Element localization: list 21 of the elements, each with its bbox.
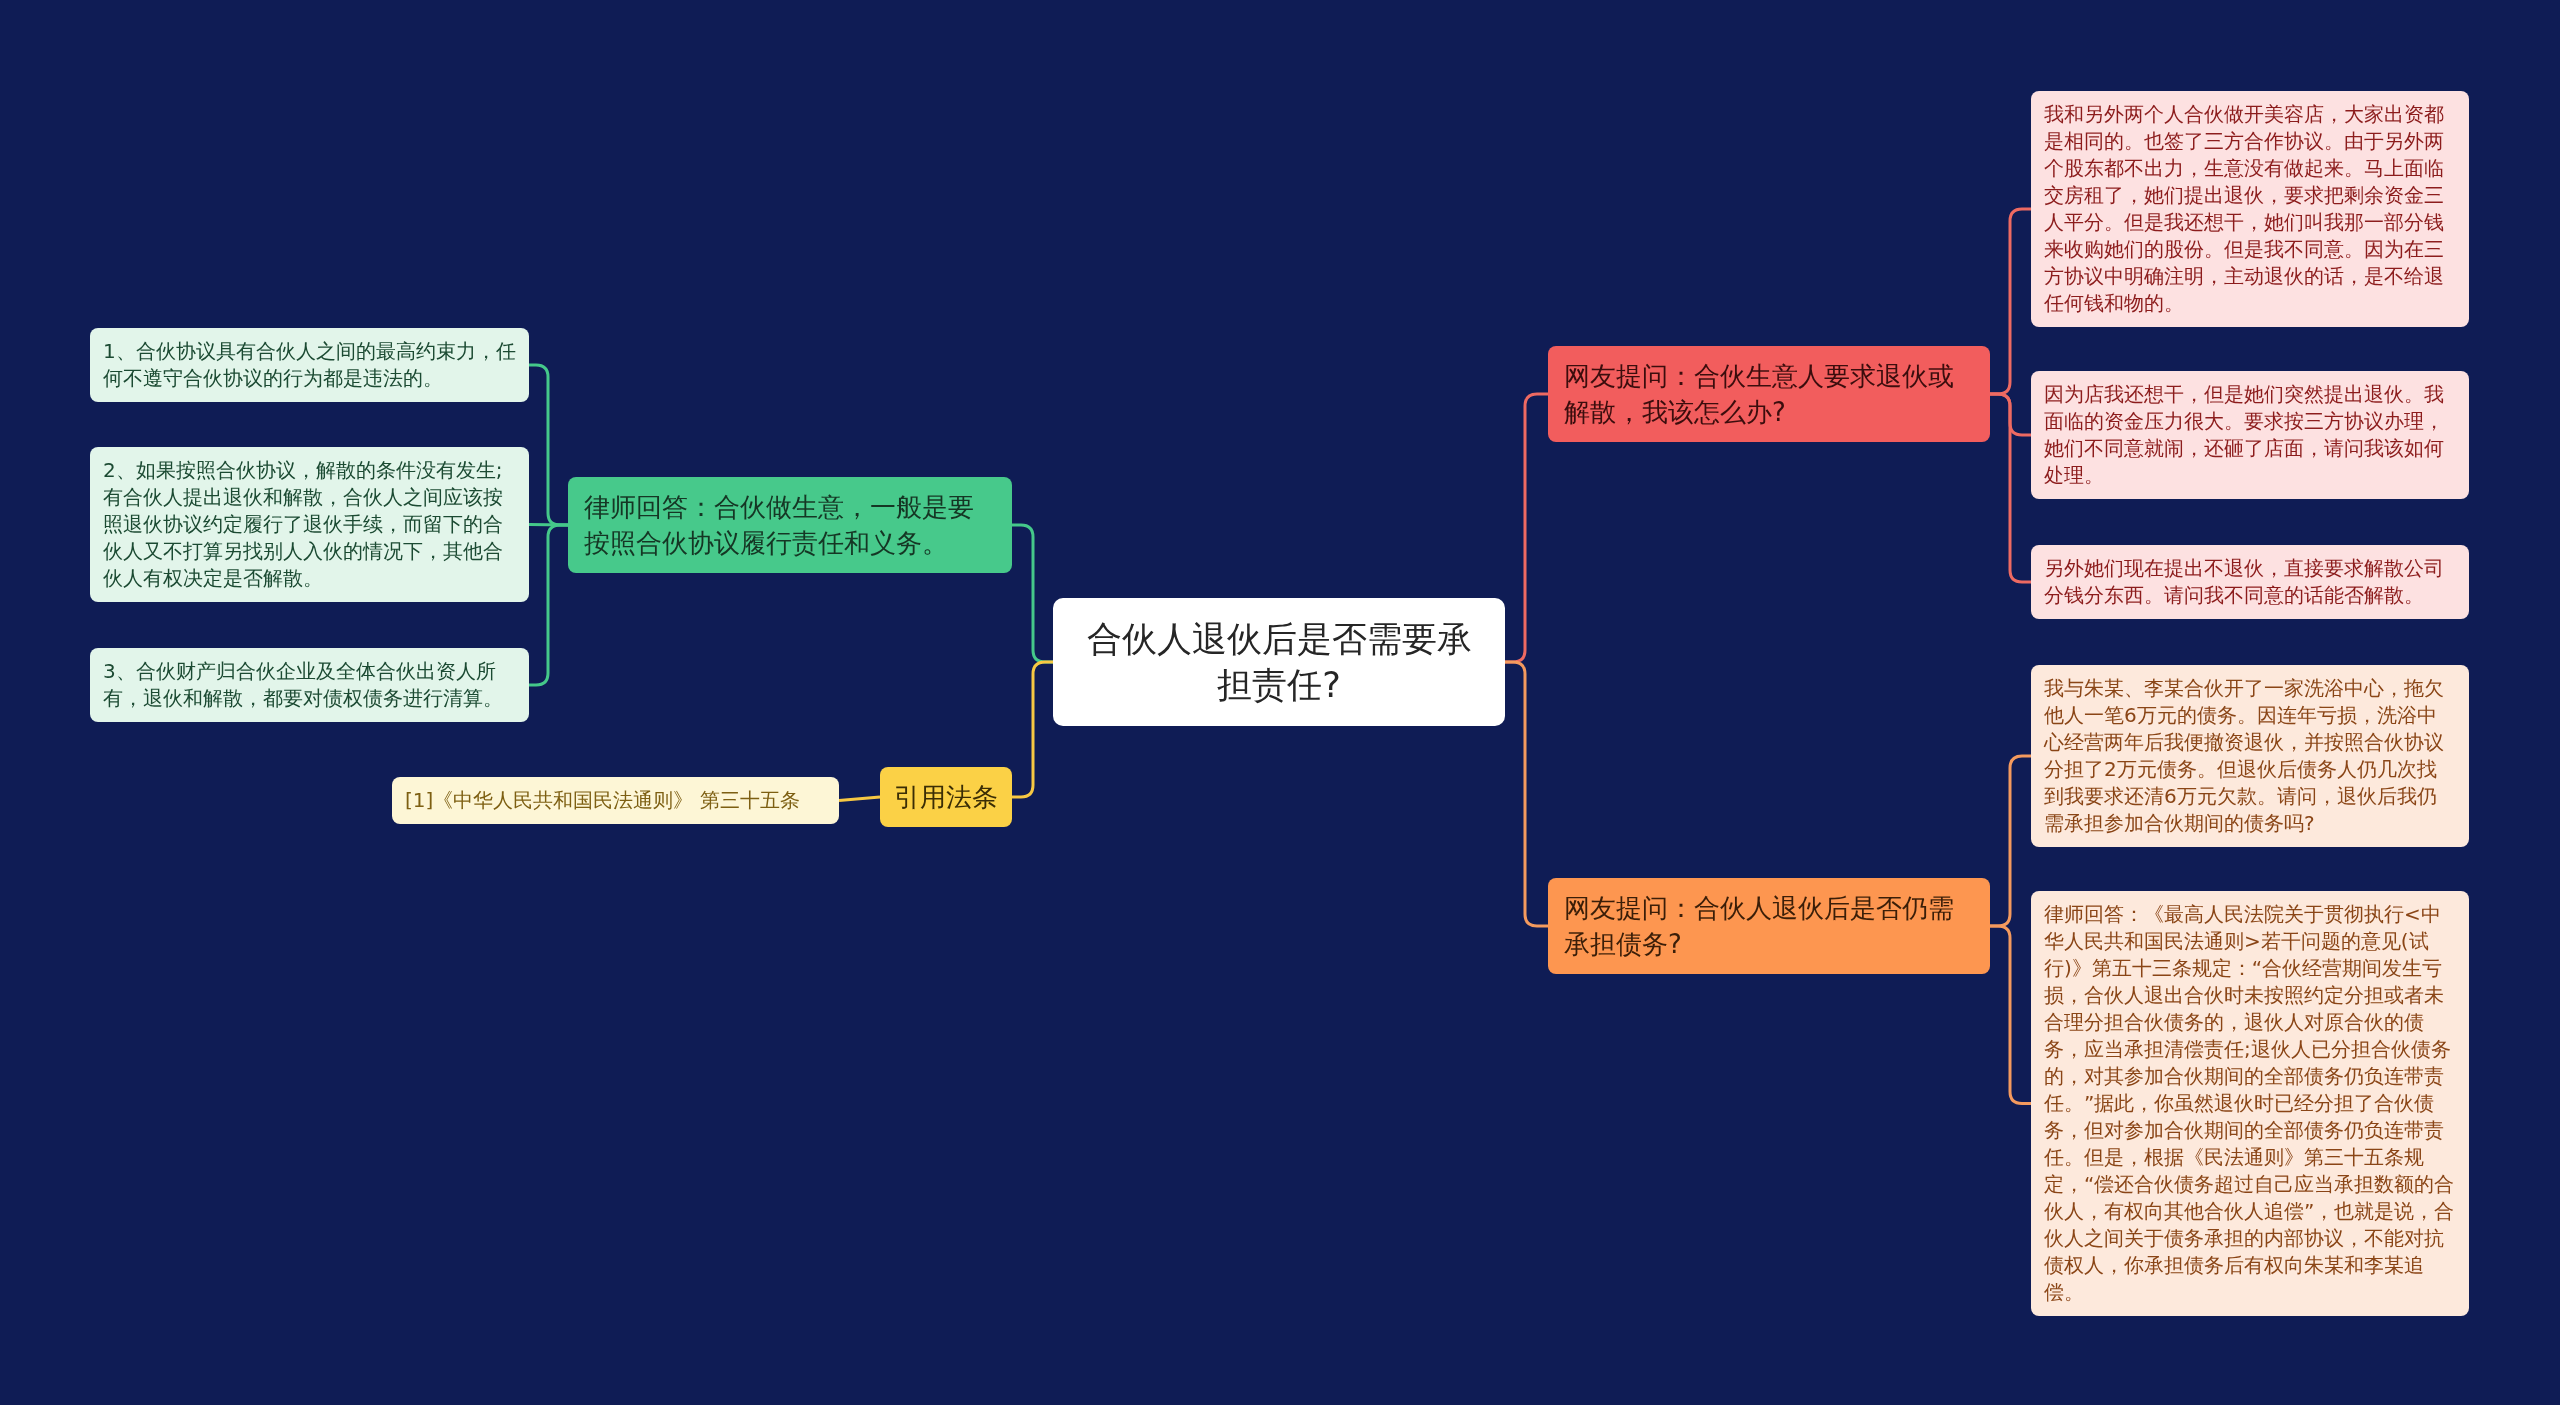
detail-note: 3、合伙财产归合伙企业及全体合伙出资人所有，退伙和解散，都要对债权债务进行清算。 <box>90 648 529 722</box>
branch-topic: 律师回答：合伙做生意，一般是要按照合伙协议履行责任和义务。 <box>568 477 1012 573</box>
detail-note: 2、如果按照合伙协议，解散的条件没有发生;有合伙人提出退伙和解散，合伙人之间应该按照退伙协议约定履行了退伙手续，而留下的合伙人又不打算另找别人入伙的情况下，其他合伙人有权决定是否解散。 <box>90 447 529 602</box>
connector-line <box>529 523 568 687</box>
connector-line <box>1012 660 1053 799</box>
detail-note: 我和另外两个人合伙做开美容店，大家出资都是相同的。也签了三方合作协议。由于另外两个股东都不出力，生意没有做起来。马上面临交房租了，她们提出退伙，要求把剩余资金三人平分。但是我还想干，她们叫我那一部分钱来收购她们的股份。但是我不同意。因为在三方协议中明确注明，主动退伙的话，是不给退任何钱和物的。 <box>2031 91 2469 327</box>
detail-note: 律师回答：《最高人民法院关于贯彻执行<中华人民共和国民法通则>若干问题的意见(试行)》第五十三条规定：“合伙经营期间发生亏损，合伙人退出合伙时未按照约定分担或者未合理分担合伙债务的，退伙人对原合伙的债务，应当承担清偿责任;退伙人已分担合伙债务的，对其参加合伙期间的全部债务仍负连带责任。”据此，你虽然退伙时已经分担了合伙债务，但对参加合伙期间的全部债务仍负连带责任。但是，根据《民法通则》第三十五条规定，“偿还合伙债务超过自己应当承担数额的合伙人，有权向其他合伙人追偿”，也就是说，合伙人之间关于债务承担的内部协议，不能对抗债权人，你承担债务后有权向朱某和李某追偿。 <box>2031 891 2469 1316</box>
connector-line <box>1505 660 1548 928</box>
connector-line <box>1990 924 2031 1105</box>
branch-topic: 引用法条 <box>880 767 1012 827</box>
central-topic: 合伙人退伙后是否需要承担责任? <box>1053 598 1505 726</box>
connector-line <box>838 795 881 802</box>
branch-topic: 网友提问：合伙人退伙后是否仍需承担债务? <box>1548 878 1990 974</box>
detail-note: 我与朱某、李某合伙开了一家洗浴中心，拖欠他人一笔6万元的债务。因连年亏损，洗浴中心经营两年后我便撤资退伙，并按照合伙协议分担了2万元债务。但退伙后债务人仍几次找到我要求还清6万元欠款。请问，退伙后我仍需承担参加合伙期间的债务吗? <box>2031 665 2469 847</box>
detail-note: 因为店我还想干，但是她们突然提出退伙。我面临的资金压力很大。要求按三方协议办理，她们不同意就闹，还砸了店面，请问我该如何处理。 <box>2031 371 2469 499</box>
branch-topic: 网友提问：合伙生意人要求退伙或解散，我该怎么办? <box>1548 346 1990 442</box>
connector-line <box>528 523 569 527</box>
detail-note: 1、合伙协议具有合伙人之间的最高约束力，任何不遵守合伙协议的行为都是违法的。 <box>90 328 529 402</box>
detail-note: [1]《中华人民共和国民法通则》 第三十五条 <box>392 777 839 824</box>
detail-note: 另外她们现在提出不退伙，直接要求解散公司分钱分东西。请问我不同意的话能否解散。 <box>2031 545 2469 619</box>
connector-line <box>1990 392 2031 584</box>
